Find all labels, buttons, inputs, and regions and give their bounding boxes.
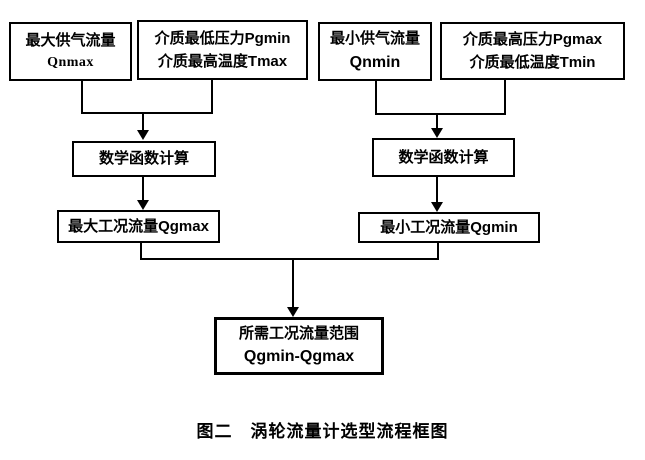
node-qgmin: 最小工况流量Qgmin — [358, 212, 540, 243]
connector-pgmax-drop — [504, 80, 506, 113]
node-pgmax-tmin: 介质最高压力Pgmax 介质最低温度Tmin — [440, 22, 625, 80]
node-pgmin-tmax-line1: 介质最低压力Pgmin — [154, 29, 291, 47]
node-qnmin: 最小供气流量 Qnmin — [318, 22, 432, 81]
node-flow-range-line2: Qgmin-Qgmax — [243, 348, 355, 366]
connector-left-merge-drop — [142, 112, 144, 132]
node-qnmin-line1: 最小供气流量 — [329, 30, 420, 48]
node-pgmin-tmax-line2: 介质最高温度Tmax — [157, 53, 288, 70]
arrow-down-icon — [431, 202, 443, 212]
figure-caption: 图二 涡轮流量计选型流程框图 — [196, 422, 449, 441]
connector-bottom-merge-drop — [292, 258, 294, 307]
connector-bottom-merge-bar — [140, 258, 439, 260]
connector-qnmin-drop — [375, 81, 377, 113]
node-calc-right-label: 数学函数计算 — [398, 148, 489, 166]
connector-calc-left-to-qgmax — [142, 177, 144, 202]
node-qgmax-label: 最大工况流量Qgmax — [68, 217, 209, 235]
node-qnmax-line2: Qnmax — [47, 55, 94, 71]
connector-qgmin-drop — [437, 243, 439, 258]
arrow-down-icon — [137, 130, 149, 140]
node-calc-left-label: 数学函数计算 — [98, 150, 189, 168]
node-flow-range: 所需工况流量范围 Qgmin-Qgmax — [214, 317, 384, 375]
node-qnmin-line2: Qnmin — [349, 53, 401, 71]
connector-calc-right-to-qgmin — [436, 177, 438, 204]
node-calc-left: 数学函数计算 — [72, 141, 216, 177]
arrow-down-icon — [287, 307, 299, 317]
node-pgmin-tmax: 介质最低压力Pgmin 介质最高温度Tmax — [137, 20, 308, 80]
node-qnmax-line1: 最大供气流量 — [25, 32, 116, 50]
node-qgmin-label: 最小工况流量Qgmin — [380, 218, 518, 236]
arrow-down-icon — [137, 200, 149, 210]
arrow-down-icon — [431, 128, 443, 138]
connector-qgmax-drop — [140, 243, 142, 258]
node-calc-right: 数学函数计算 — [372, 138, 515, 177]
node-flow-range-line1: 所需工况流量范围 — [238, 324, 359, 342]
node-qnmax: 最大供气流量 Qnmax — [9, 22, 132, 81]
connector-pgmin-drop — [211, 80, 213, 112]
connector-right-merge-bar — [375, 113, 506, 115]
connector-qnmax-drop — [81, 81, 83, 112]
connector-right-merge-drop — [436, 113, 438, 130]
node-qgmax: 最大工况流量Qgmax — [57, 210, 220, 243]
node-pgmax-tmin-line1: 介质最高压力Pgmax — [462, 30, 603, 48]
connector-left-merge-bar — [81, 112, 213, 114]
node-pgmax-tmin-line2: 介质最低温度Tmin — [469, 54, 596, 71]
